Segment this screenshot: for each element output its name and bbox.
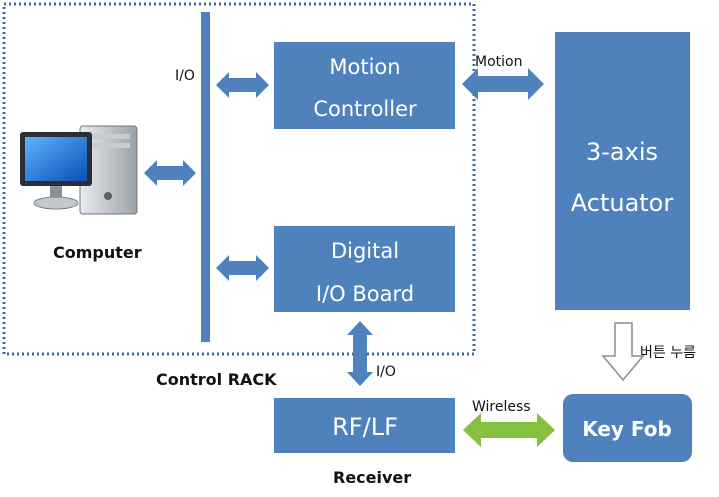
digital-io-line2: I/O Board xyxy=(316,282,414,306)
wireless-arrow xyxy=(463,413,555,447)
computer-bus-arrow xyxy=(144,160,196,186)
actuator-line2: Actuator xyxy=(571,189,674,217)
button-press-arrow xyxy=(601,322,645,382)
key-fob-label: Key Fob xyxy=(582,417,672,441)
rflf-box: RF/LF xyxy=(274,398,455,453)
button-press-label: 버튼 누름 xyxy=(640,345,696,361)
io-below-label: I/O xyxy=(376,364,396,380)
actuator-box: 3-axis Actuator xyxy=(555,32,690,310)
receiver-label: Receiver xyxy=(333,468,411,487)
motion-actuator-arrow xyxy=(462,68,544,100)
digital-io-board-box: Digital I/O Board xyxy=(274,226,455,312)
motion-controller-line2: Controller xyxy=(313,97,417,121)
computer-label: Computer xyxy=(53,243,142,262)
digital-rflf-arrow xyxy=(347,321,373,386)
digital-io-line1: Digital xyxy=(331,239,399,263)
bus-motion-arrow xyxy=(216,72,269,98)
desktop-computer-icon xyxy=(20,125,138,215)
key-fob-box: Key Fob xyxy=(563,394,692,462)
control-rack-border xyxy=(2,2,476,356)
motion-label: Motion xyxy=(475,54,522,70)
io-bus-label: I/O xyxy=(175,68,195,84)
motion-controller-line1: Motion xyxy=(329,55,400,79)
io-bus xyxy=(201,12,210,342)
motion-controller-box: Motion Controller xyxy=(274,42,455,129)
wireless-label: Wireless xyxy=(472,399,531,415)
actuator-line1: 3-axis xyxy=(586,138,658,166)
control-rack-label: Control RACK xyxy=(156,370,277,389)
rflf-label: RF/LF xyxy=(332,413,398,441)
bus-digital-arrow xyxy=(216,255,269,281)
